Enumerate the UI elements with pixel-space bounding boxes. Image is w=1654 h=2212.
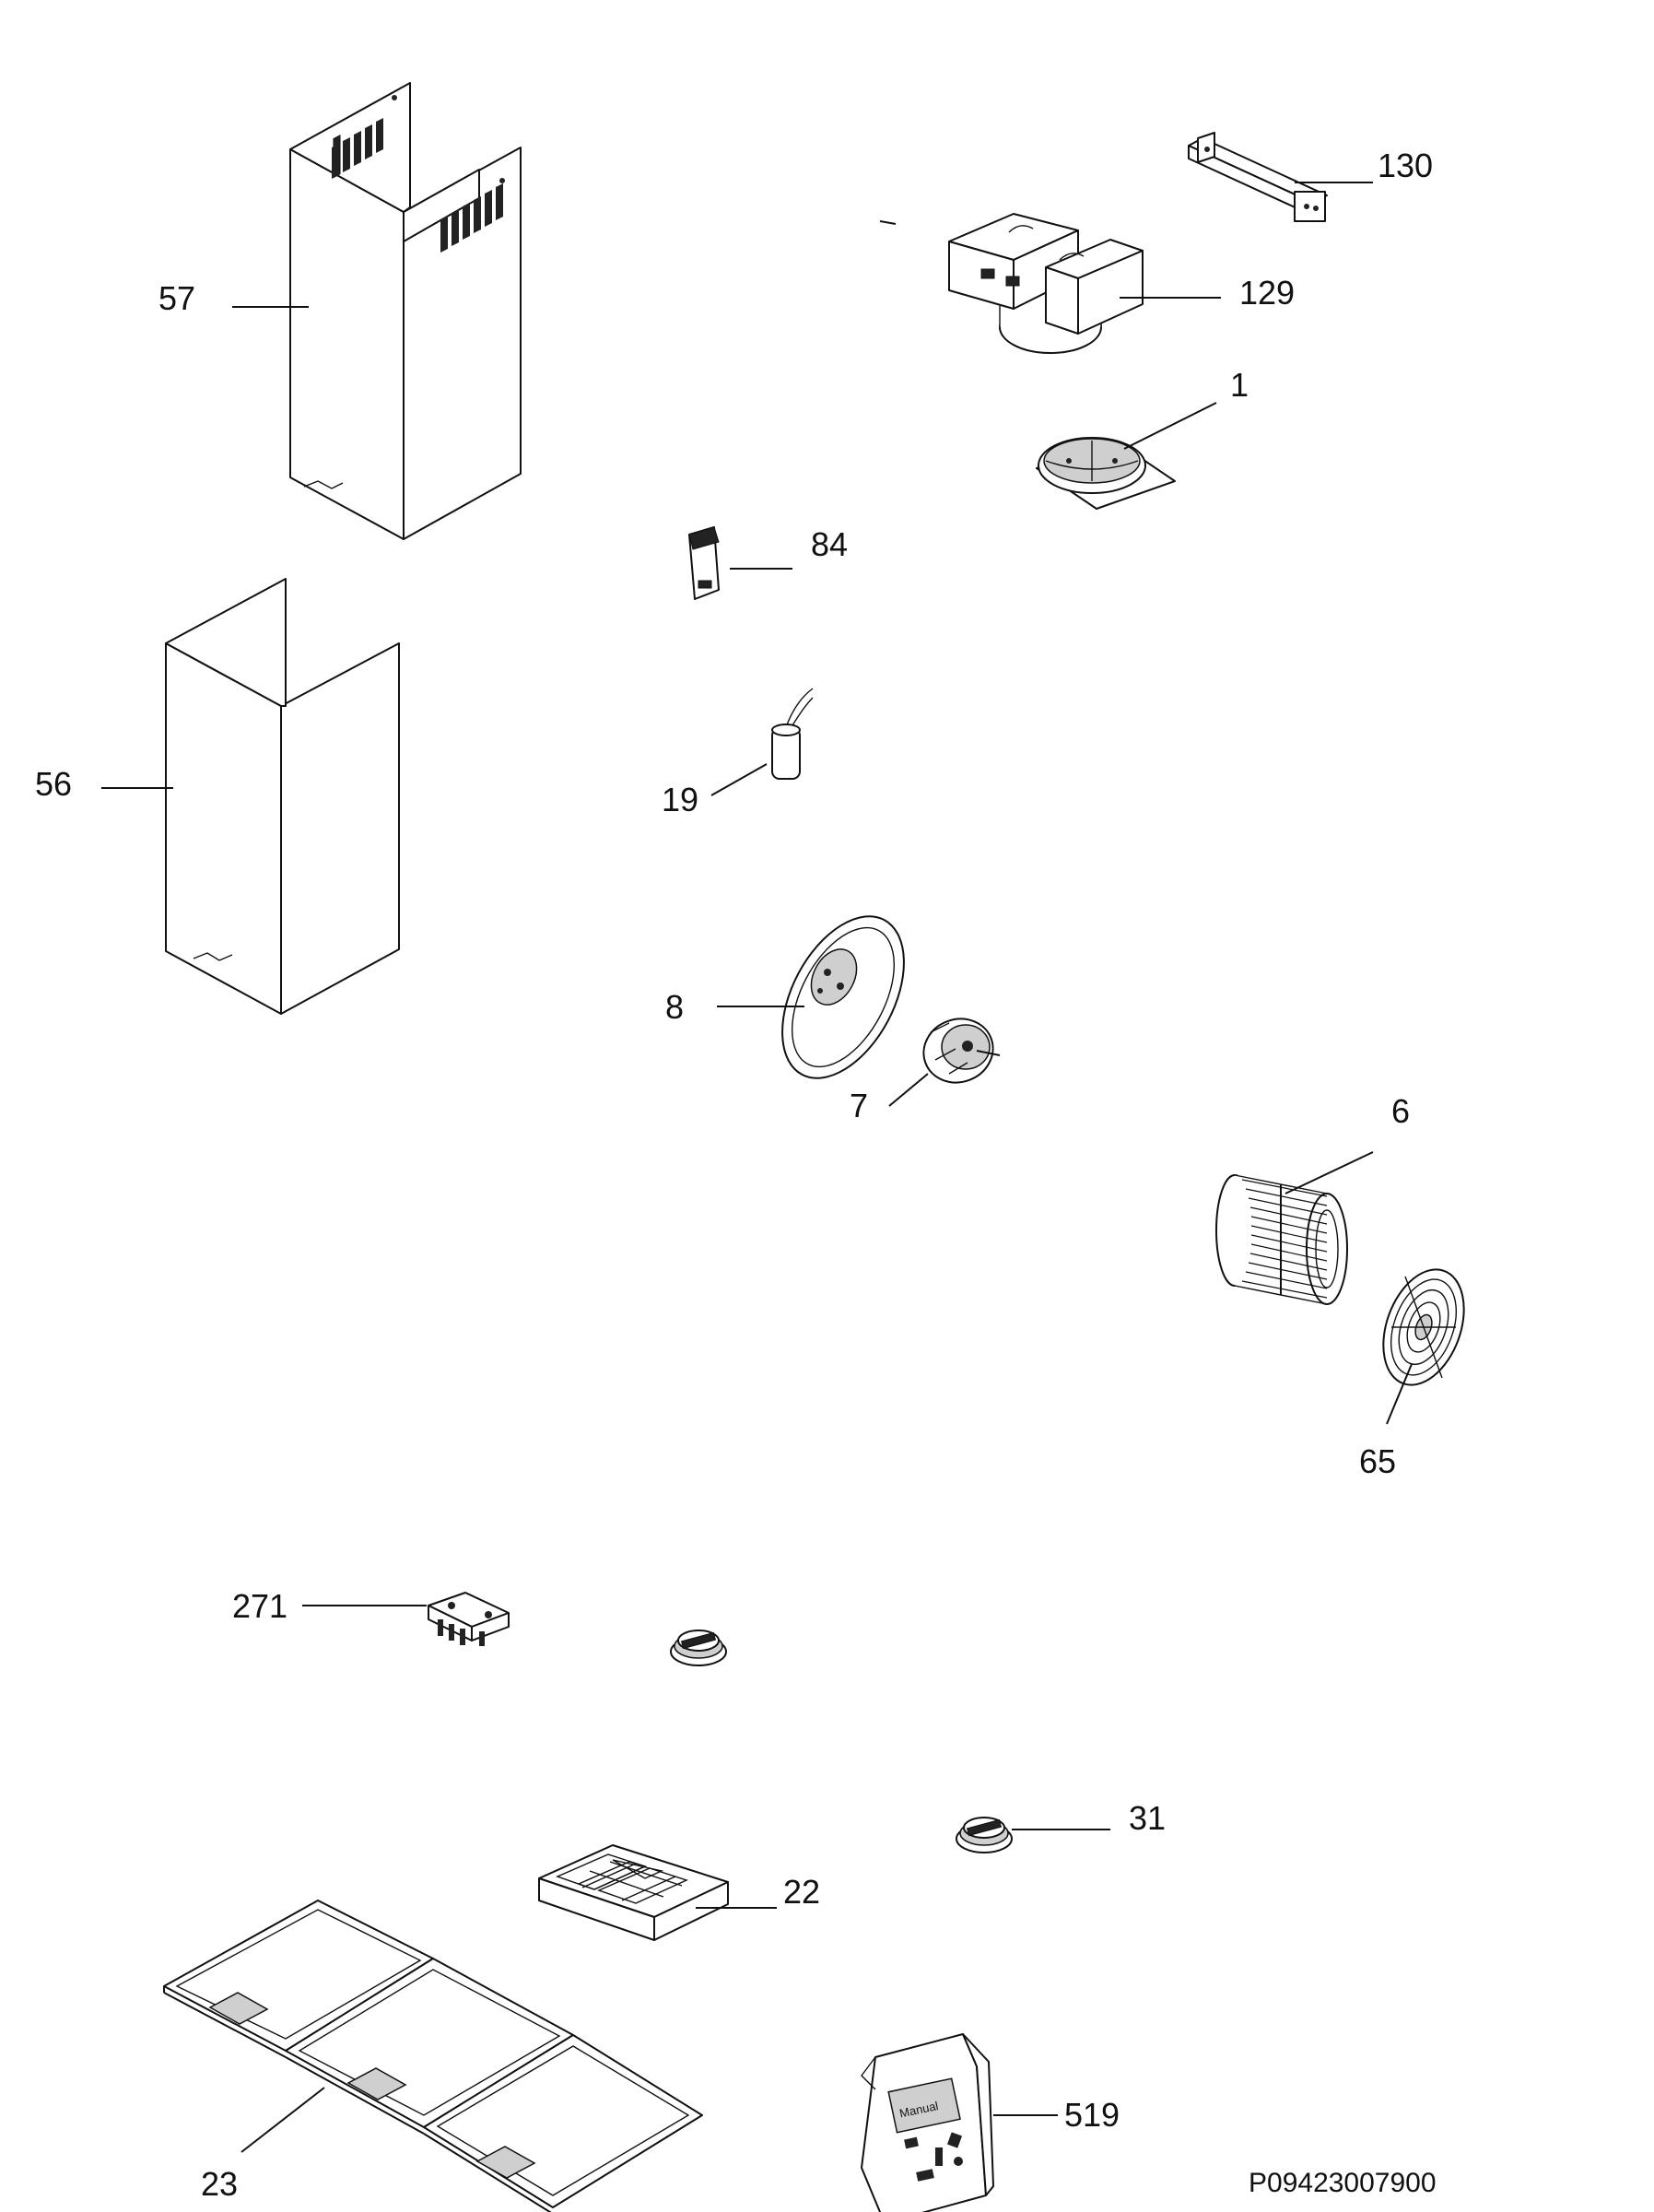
callout-22: 22 <box>783 1873 820 1911</box>
leader-line-19 <box>710 763 768 796</box>
leader-line-23 <box>240 2087 325 2153</box>
air-diverter-icon <box>879 213 1144 354</box>
knob-icon <box>670 1630 727 1666</box>
callout-65: 65 <box>1359 1442 1396 1480</box>
motor-icon <box>922 1018 1001 1084</box>
leader-line-65 <box>1386 1363 1413 1425</box>
carbon-filter-icon <box>538 1844 729 1941</box>
mounting-bracket-icon <box>1188 132 1328 222</box>
callout-129: 129 <box>1239 274 1295 312</box>
check-valve-icon <box>1036 437 1176 510</box>
switch-board-icon <box>428 1592 510 1646</box>
grease-filter-icon <box>163 1900 703 2212</box>
callout-6: 6 <box>1391 1092 1410 1130</box>
leader-line-7 <box>888 1073 929 1107</box>
callout-519: 519 <box>1064 2096 1120 2134</box>
callout-130: 130 <box>1378 147 1433 184</box>
drawing-code: P09423007900 <box>1249 2168 1437 2198</box>
callout-56: 56 <box>35 765 72 803</box>
callout-271: 271 <box>232 1587 287 1625</box>
callout-7: 7 <box>850 1087 868 1124</box>
chimney-cover-upper-icon <box>289 82 522 540</box>
leader-line-1 <box>1123 402 1217 450</box>
accessory-bag-icon: Manual <box>861 2033 994 2212</box>
callout-84: 84 <box>811 525 848 563</box>
fan-impeller-icon <box>1215 1174 1348 1305</box>
callout-31: 31 <box>1129 1799 1166 1837</box>
callout-23: 23 <box>201 2165 238 2203</box>
chimney-cover-lower-icon <box>165 578 400 1015</box>
capacitor-icon <box>771 688 814 780</box>
fan-grille-icon <box>1382 1268 1465 1386</box>
led-module-icon <box>688 526 720 600</box>
callout-57: 57 <box>158 279 195 317</box>
callout-1: 1 <box>1230 366 1249 404</box>
motor-plate-icon <box>781 915 905 1079</box>
control-knob-icon <box>956 1817 1013 1853</box>
callout-19: 19 <box>662 781 698 818</box>
leader-line-6 <box>1284 1151 1374 1194</box>
callout-8: 8 <box>665 988 684 1026</box>
